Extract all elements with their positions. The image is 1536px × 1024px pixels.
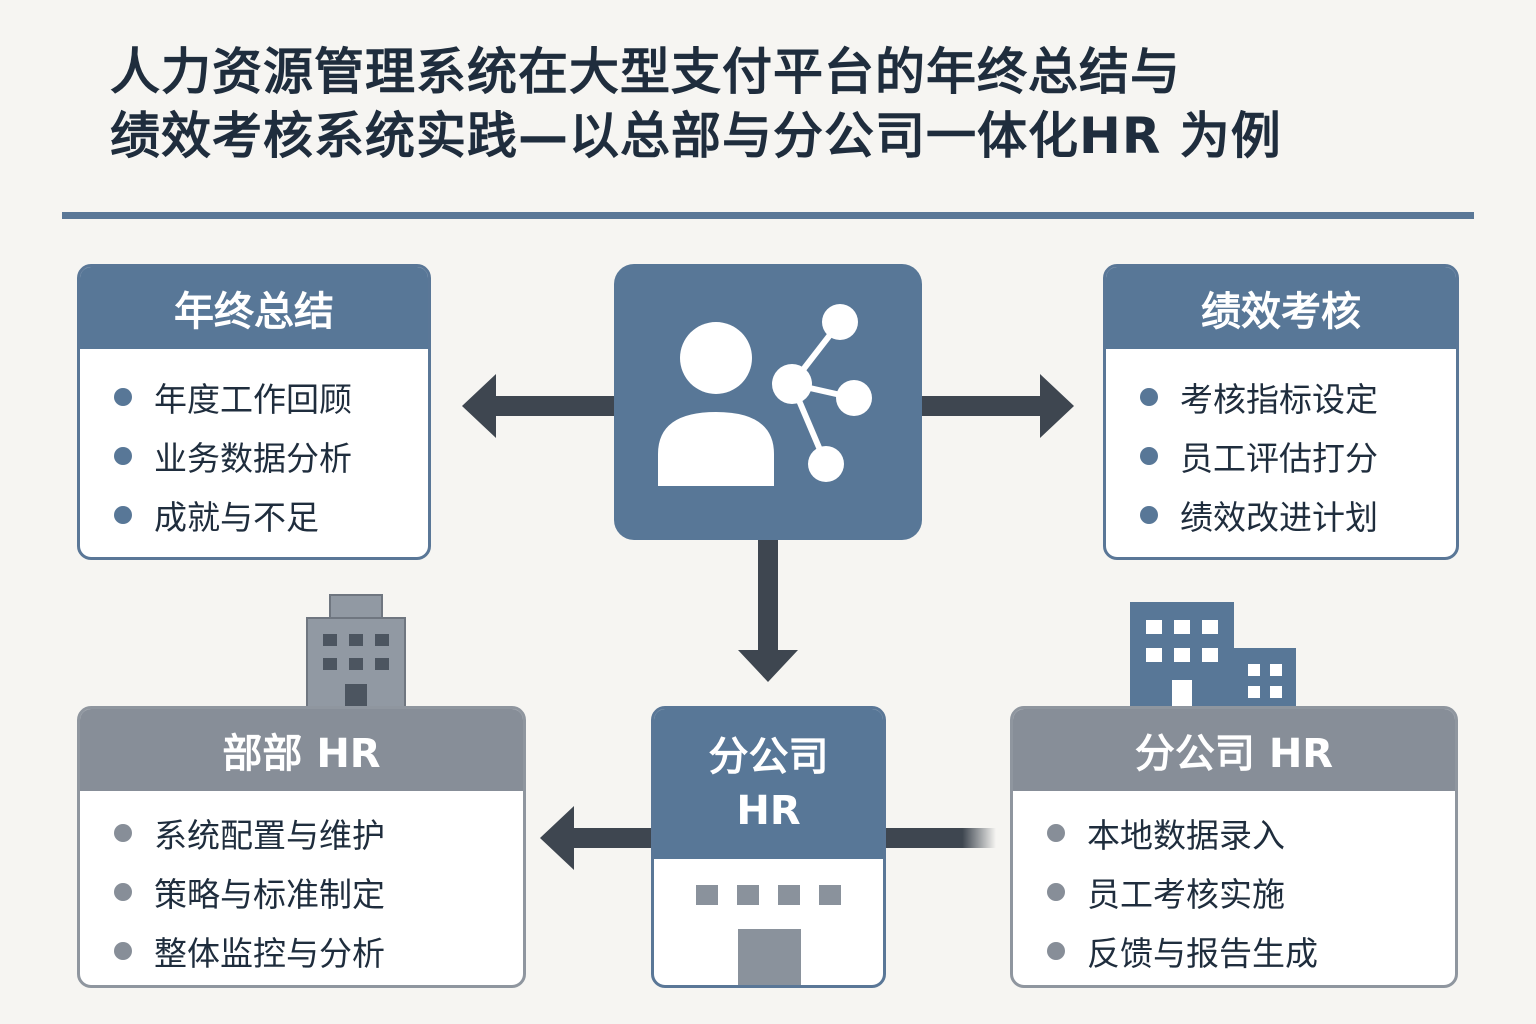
list-item-label: 考核指标设定 — [1180, 379, 1378, 419]
list-item: 成就与不足 — [114, 485, 428, 544]
list-item-label: 系统配置与维护 — [154, 815, 385, 855]
list-item: 考核指标设定 — [1140, 367, 1456, 426]
user-network-icon — [658, 304, 872, 486]
bullet-icon — [1140, 446, 1158, 465]
branch-hr-heading: 分公司 HR — [1013, 709, 1455, 791]
performance-list: 考核指标设定 员工评估打分 绩效改进计划 — [1106, 349, 1456, 544]
list-item-label: 业务数据分析 — [154, 438, 352, 478]
branch-hr-center-heading-line-2: HR — [736, 788, 801, 834]
performance-card: 绩效考核 考核指标设定 员工评估打分 绩效改进计划 — [1103, 264, 1459, 560]
list-item: 整体监控与分析 — [114, 921, 523, 980]
list-item: 绩效改进计划 — [1140, 485, 1456, 544]
branch-hr-center-heading: 分公司 HR — [654, 709, 883, 859]
arrow-to-hq-hr — [540, 806, 654, 870]
bullet-icon — [114, 882, 132, 901]
annual-summary-card: 年终总结 年度工作回顾 业务数据分析 成就与不足 — [77, 264, 431, 560]
arrow-to-performance — [920, 374, 1074, 438]
city-buildings-icon — [1130, 602, 1296, 708]
branch-hr-card: 分公司 HR 本地数据录入 员工考核实施 反馈与报告生成 — [1010, 706, 1458, 988]
branch-hr-list: 本地数据录入 员工考核实施 反馈与报告生成 — [1013, 791, 1455, 980]
list-item-label: 成就与不足 — [154, 497, 319, 537]
list-item: 反馈与报告生成 — [1047, 921, 1455, 980]
arrow-to-annual-summary — [462, 374, 616, 438]
list-item-label: 员工考核实施 — [1087, 874, 1285, 914]
list-item-label: 年度工作回顾 — [154, 379, 352, 419]
hq-hr-list: 系统配置与维护 策略与标准制定 整体监控与分析 — [80, 791, 523, 980]
list-item-label: 员工评估打分 — [1180, 438, 1378, 478]
page-title: 人力资源管理系统在大型支付平台的年终总结与 绩效考核系统实践—以总部与分公司一体… — [110, 40, 1490, 168]
list-item-label: 策略与标准制定 — [154, 874, 385, 914]
list-item: 年度工作回顾 — [114, 367, 428, 426]
list-item: 系统配置与维护 — [114, 803, 523, 862]
bullet-icon — [114, 505, 132, 524]
list-item: 员工评估打分 — [1140, 426, 1456, 485]
hq-hr-heading: 部部 HR — [80, 709, 523, 791]
title-line-1: 人力资源管理系统在大型支付平台的年终总结与 — [110, 43, 1181, 101]
arrow-to-branch-hr — [738, 538, 798, 682]
list-item: 策略与标准制定 — [114, 862, 523, 921]
branch-office-facade-icon — [696, 885, 841, 985]
branch-hr-center-heading-line-1: 分公司 — [708, 734, 829, 780]
list-item-label: 反馈与报告生成 — [1087, 933, 1318, 973]
list-item: 本地数据录入 — [1047, 803, 1455, 862]
annual-summary-list: 年度工作回顾 业务数据分析 成就与不足 — [80, 349, 428, 544]
title-divider — [62, 212, 1474, 219]
bullet-icon — [114, 941, 132, 960]
branch-hr-center-card: 分公司 HR — [651, 706, 886, 988]
bullet-icon — [1047, 941, 1065, 960]
bullet-icon — [1047, 823, 1065, 842]
connector-to-branch-right — [884, 828, 996, 848]
list-item: 业务数据分析 — [114, 426, 428, 485]
bullet-icon — [1140, 505, 1158, 524]
bullet-icon — [114, 387, 132, 406]
bullet-icon — [114, 823, 132, 842]
bullet-icon — [114, 446, 132, 465]
annual-summary-heading: 年终总结 — [80, 267, 428, 349]
office-building-icon — [306, 594, 406, 711]
bullet-icon — [1047, 882, 1065, 901]
bullet-icon — [1140, 387, 1158, 406]
list-item-label: 绩效改进计划 — [1180, 497, 1378, 537]
performance-heading: 绩效考核 — [1106, 267, 1456, 349]
center-hr-system-box — [614, 264, 922, 540]
title-line-2: 绩效考核系统实践—以总部与分公司一体化HR 为例 — [110, 107, 1282, 165]
list-item: 员工考核实施 — [1047, 862, 1455, 921]
list-item-label: 本地数据录入 — [1087, 815, 1285, 855]
list-item-label: 整体监控与分析 — [154, 933, 385, 973]
hq-hr-card: 部部 HR 系统配置与维护 策略与标准制定 整体监控与分析 — [77, 706, 526, 988]
